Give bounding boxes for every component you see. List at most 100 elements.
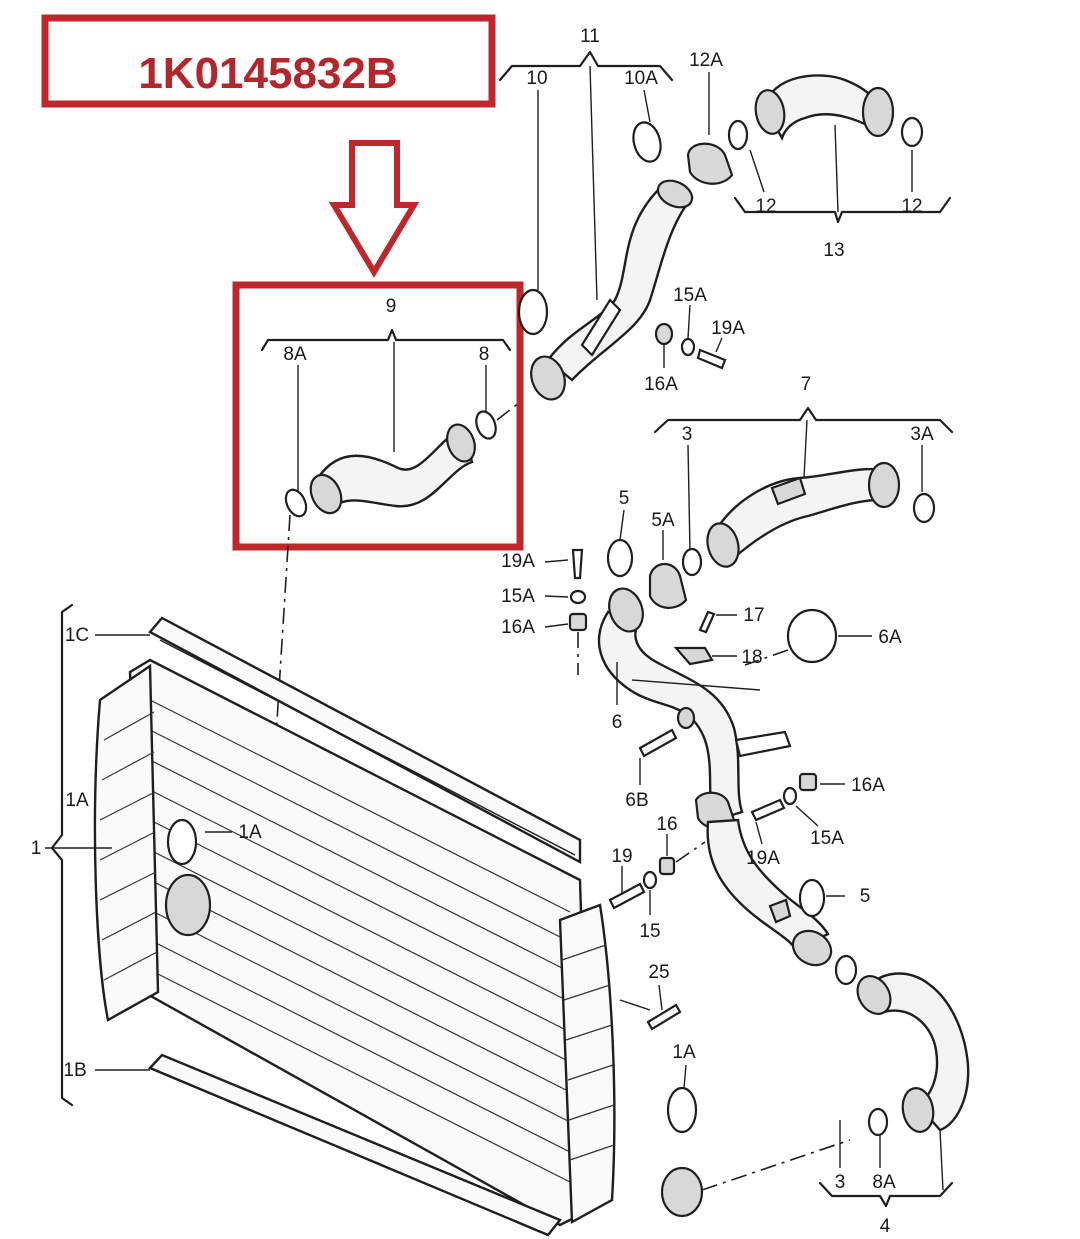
washer-15A-left [569,589,587,605]
o-ring-3-top [681,547,703,577]
o-ring-8A-box [284,488,308,518]
part-number-box [41,14,496,108]
washer-15A-top [680,337,696,357]
hose-7-clamp [770,476,807,506]
hose-clamp-5A [648,562,688,609]
label-15: 15 [639,921,660,942]
label-11: 11 [580,26,600,47]
label-15A-left: 15A [501,586,535,607]
leader-11 [589,65,598,301]
o-ring-5-bottom [798,878,826,918]
screw-17 [698,610,716,634]
nut-16A-right [798,772,818,792]
leader-15A-top [687,304,691,339]
rail-1C-line [159,639,576,856]
hose-7-end-right [867,461,901,509]
washer-15A-right [782,786,798,806]
bracket-7 [653,406,954,434]
bolt-6B [638,728,678,758]
o-ring-10 [517,288,549,336]
intercooler-inlet-left [164,873,212,937]
hose-9-end-right [446,423,476,463]
label-1A-bottom: 1A [672,1042,696,1063]
hose-9-end-left [309,473,343,515]
intercooler-tank-left [93,663,160,1022]
o-ring-8 [475,410,497,440]
leader-19A-right [755,821,763,845]
hose-7-end-left [706,522,740,568]
bolt-19 [608,882,646,910]
leader-10A [643,89,651,123]
highlight-box-hose-9 [232,281,524,551]
dash-outlet-to-hose-4 [701,1139,851,1191]
hose-13-end-right [861,86,895,138]
hose-13-end-left [754,89,786,135]
label-19A-left: 19A [501,551,535,572]
label-16: 16 [656,814,677,835]
o-ring-1A-bottom [666,1086,698,1134]
label-5-bottom: 5 [860,886,871,907]
label-1C: 1C [65,625,89,646]
bolt-19A-left [571,548,584,580]
o-ring-3-bottom-upper [834,954,858,986]
label-19A-top: 19A [711,318,745,339]
leader-7 [803,419,808,479]
cap-6A [786,608,838,664]
label-5A: 5A [651,510,675,531]
intercooler-fins [149,699,571,1183]
label-18: 18 [741,647,762,668]
bracket-1 [50,603,74,1107]
nut-16A-top [654,322,674,346]
pipe-6-bracket [734,730,792,758]
leader-13 [834,124,839,213]
bolt-25 [646,1003,682,1031]
bracket-13 [733,196,952,224]
label-16A-right: 16A [851,775,885,796]
o-ring-8A-bottom [867,1107,889,1137]
leader-1A-bottom [683,1064,687,1089]
label-8A-box: 8A [283,344,307,365]
intercooler-rail-1C [148,616,582,865]
leader-3-top [687,444,691,553]
intercooler-tank-right [558,903,616,1224]
label-3-top: 3 [682,424,693,445]
pointer-arrow [328,140,420,278]
leader-15A-right [795,805,819,827]
label-16A-top: 16A [644,374,678,395]
o-ring-12-right [900,116,924,148]
pipe-lower-end [791,929,833,967]
label-15A-right: 15A [810,828,844,849]
bracket-9 [260,328,512,352]
label-15A-top: 15A [673,285,707,306]
bracket-4 [818,1181,954,1208]
bracket-18 [673,646,714,666]
label-12-right: 12 [901,196,922,217]
part-number-label: 1K0145832B [138,49,397,98]
charge-air-hose-4 [863,972,970,1132]
label-12-left: 12 [755,196,776,217]
label-16A-left: 16A [501,617,535,638]
nut-6B [676,706,696,730]
label-6: 6 [612,712,623,733]
label-1B: 1B [63,1060,86,1081]
label-19: 19 [611,846,632,867]
label-13: 13 [823,240,844,261]
dash-16-to-pipe [675,841,706,863]
nut-16 [658,856,676,876]
label-1: 1 [31,838,42,859]
label-5-top: 5 [619,488,630,509]
leader-19A-top [715,337,723,353]
o-ring-1A-left [166,818,198,866]
leader-5-top [619,509,625,541]
tank-right-grid [561,944,615,1161]
outlet-tab [619,999,651,1011]
label-3A: 3A [910,424,934,445]
bracket-11 [498,50,674,82]
label-10: 10 [526,68,547,89]
leader-15A-left [544,595,569,598]
o-ring-10A [632,121,662,163]
label-19A-right: 19A [746,848,780,869]
nut-16A-left [568,612,588,632]
label-4: 4 [880,1216,891,1237]
